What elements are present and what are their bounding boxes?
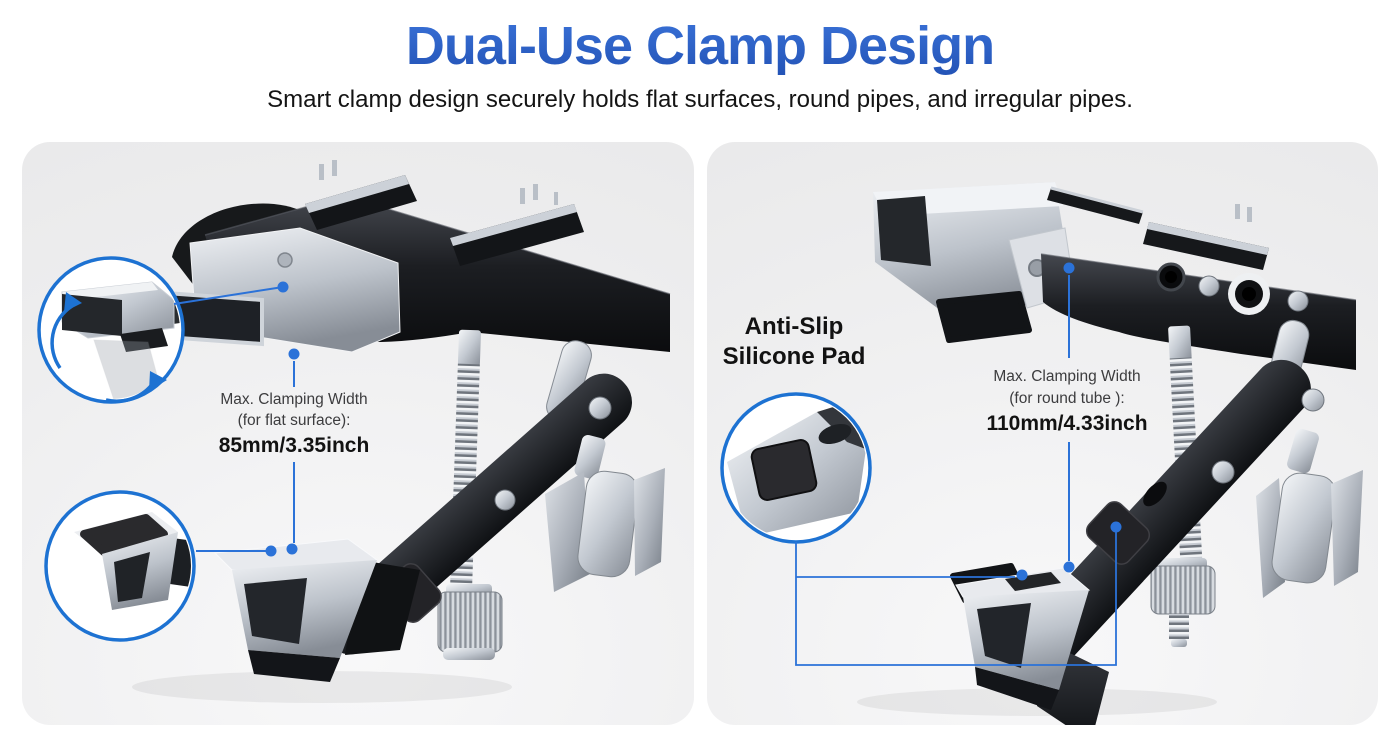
- pad-label: Anti-Slip: [744, 313, 843, 340]
- jaw-hole: [277, 252, 293, 268]
- mounting-holes: [1156, 262, 1308, 315]
- dimension-label: (for flat surface):: [238, 412, 351, 429]
- upper-jaw: [872, 182, 1076, 343]
- pivot-pin: [494, 489, 516, 511]
- dimension-label: Max. Clamping Width: [220, 391, 367, 408]
- wing-nut: [545, 434, 665, 592]
- knurled-knob: [437, 584, 503, 660]
- pivot-pin: [1301, 388, 1324, 412]
- wing-nut: [1255, 428, 1363, 598]
- clamp-round-tube: [856, 182, 1363, 725]
- panels-row: Max. Clamping Width (for flat surface): …: [22, 142, 1378, 725]
- shadow: [132, 671, 512, 703]
- silicone-pad-callout: [44, 490, 196, 642]
- callout-dot: [1110, 521, 1121, 533]
- flat-surface-panel: Max. Clamping Width (for flat surface): …: [22, 142, 694, 725]
- annotation-layer: Max. Clamping Width (for flat surface): …: [173, 281, 370, 557]
- pad-label: Silicone Pad: [722, 343, 865, 370]
- cold-shoe-mount: [1046, 186, 1143, 224]
- dimension-line-round-tube: [1063, 262, 1074, 573]
- knurled-knob: [1150, 558, 1215, 647]
- jaw-lever: [935, 291, 1032, 343]
- header: Dual-Use Clamp Design Smart clamp design…: [0, 0, 1400, 114]
- callout-dot: [1016, 569, 1027, 581]
- rotating-jaw-callout: [37, 256, 185, 404]
- page-subtitle: Smart clamp design securely holds flat s…: [267, 86, 1133, 113]
- round-tube-panel: Anti-Slip Silicone Pad Max. Clamping Wid…: [706, 142, 1378, 725]
- pivot-pin: [588, 396, 612, 420]
- pivot-pin: [1211, 460, 1234, 484]
- cold-shoe-mount: [450, 184, 584, 266]
- dimension-line-flat-surface: [286, 348, 300, 555]
- callout-dot: [277, 281, 289, 293]
- callout-dot: [265, 545, 277, 557]
- dimension-value: 110mm/4.33inch: [986, 412, 1147, 435]
- top-arm: [1040, 254, 1356, 370]
- clamp-flat-surface: [132, 160, 671, 703]
- page-title: Dual-Use Clamp Design: [0, 16, 1400, 76]
- connector-line: [173, 286, 284, 305]
- anti-slip-pad: [750, 439, 817, 501]
- anti-slip-pad: [80, 514, 168, 556]
- dimension-label: (for round tube ):: [1009, 390, 1124, 407]
- arm-grip-pad: [1085, 501, 1150, 565]
- anti-slip-pad: [1004, 572, 1061, 591]
- round-tube-illustration: Anti-Slip Silicone Pad Max. Clamping Wid…: [719, 182, 1363, 725]
- lower-jaw: [213, 538, 420, 682]
- annotation-layer: Anti-Slip Silicone Pad Max. Clamping Wid…: [722, 262, 1147, 666]
- dimension-label: Max. Clamping Width: [993, 368, 1140, 385]
- cold-shoe-mount: [305, 160, 417, 230]
- anti-slip-pad-callout: [719, 392, 872, 544]
- diagonal-arm: [1020, 359, 1311, 669]
- dimension-value: 85mm/3.35inch: [219, 434, 370, 457]
- rotation-arrows-icon: [50, 292, 167, 403]
- connector-line: [794, 532, 1117, 666]
- cold-shoe-mount: [1142, 204, 1269, 270]
- flat-surface-illustration: Max. Clamping Width (for flat surface): …: [37, 160, 671, 703]
